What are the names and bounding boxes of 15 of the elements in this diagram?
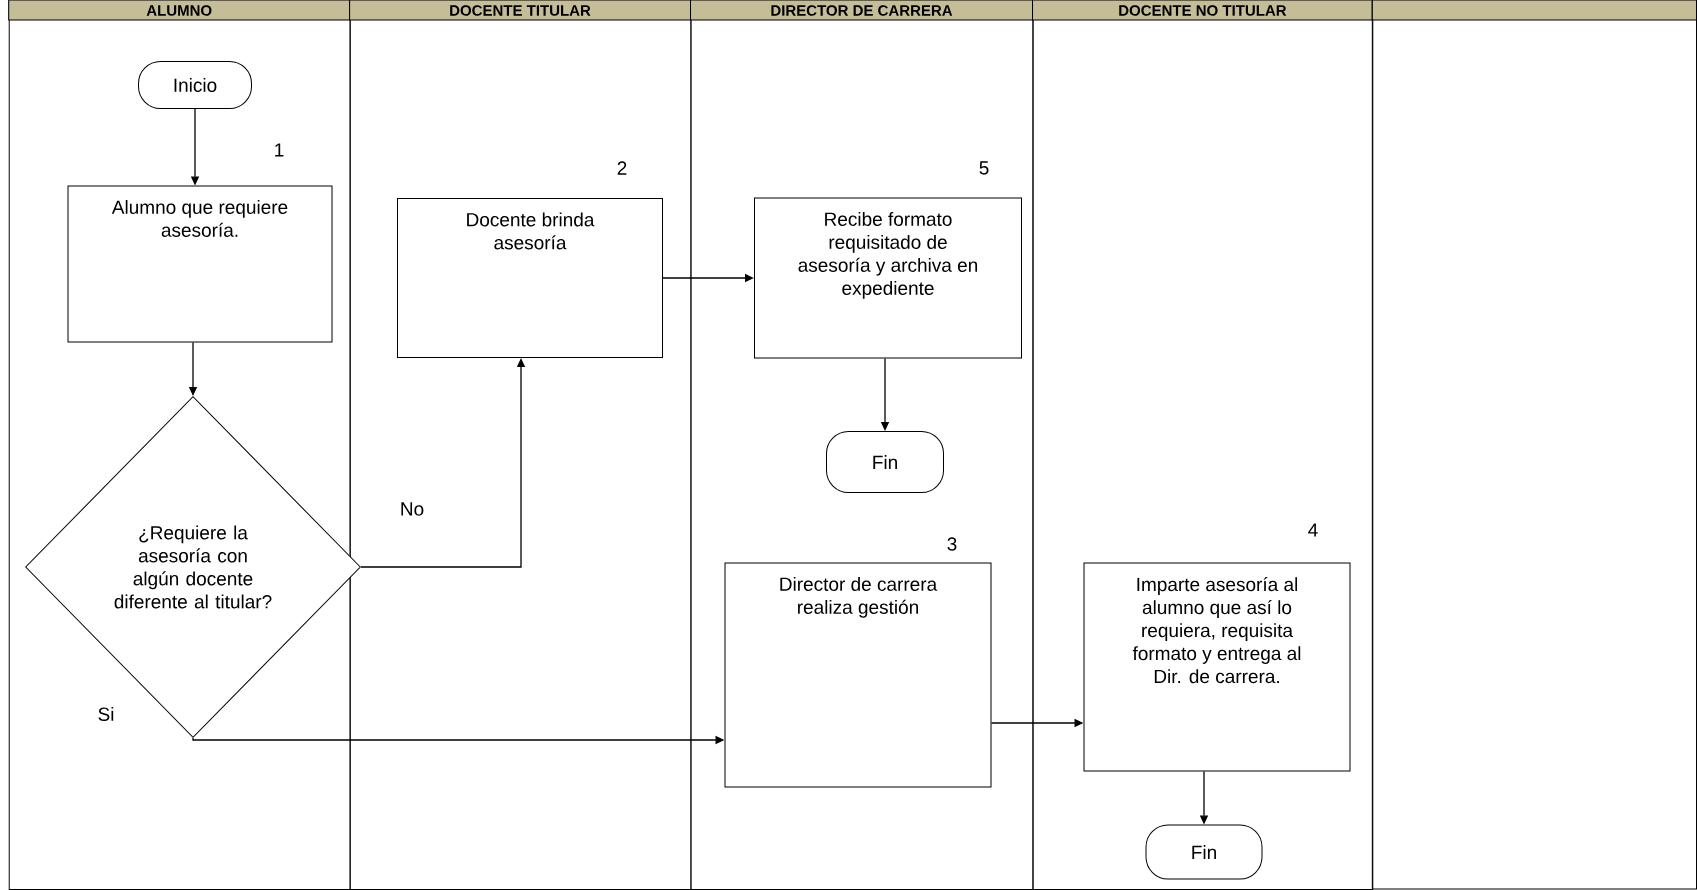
step-number: 1	[275, 143, 284, 157]
step-number: 2	[617, 161, 627, 175]
process-box: Recibe formato requisitado de asesoría y archiva en expediente	[754, 197, 1022, 359]
process-box: Alumno que requiere asesoría.	[67, 185, 333, 343]
process-box: Imparte asesoría al alumno que así lo requiera, requisita formato y entrega al Dir. de carrera.	[1083, 562, 1351, 772]
step-number: 5	[979, 161, 989, 175]
edge-label: Si	[95, 705, 117, 723]
edge-label: No	[397, 500, 427, 518]
terminator: Fin	[826, 431, 944, 493]
process-box: Director de carrera realiza gestión	[724, 562, 992, 788]
terminator: Fin	[1145, 824, 1263, 880]
step-number: 3	[947, 537, 957, 551]
process-box: Docente brinda asesoría	[397, 198, 663, 358]
terminator: Inicio	[138, 61, 252, 109]
step-number: 4	[1308, 523, 1318, 537]
